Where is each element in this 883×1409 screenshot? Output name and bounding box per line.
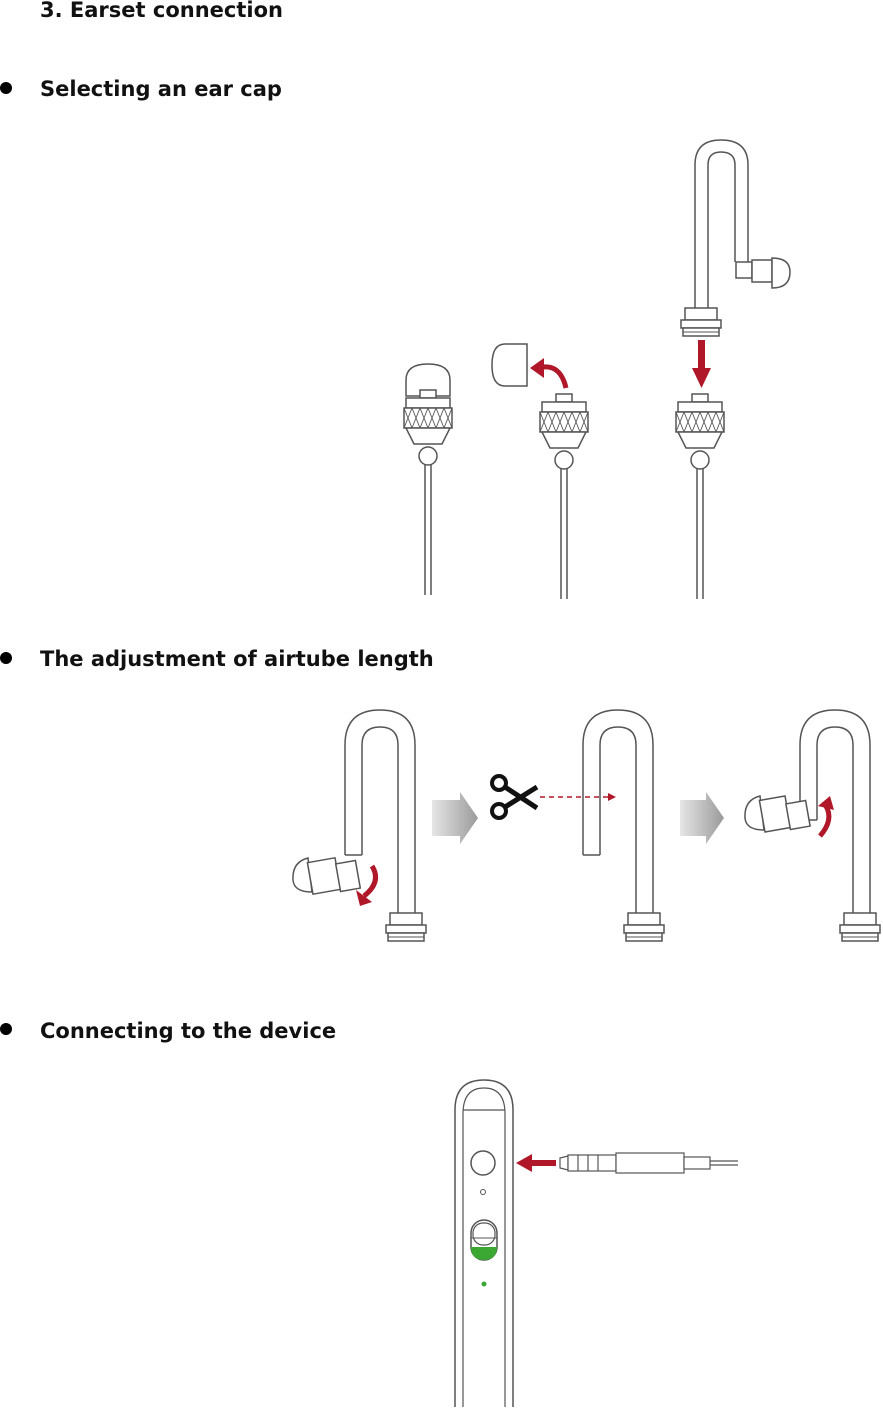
heading-device: Connecting to the device <box>40 1019 337 1043</box>
ear-cap-icon <box>491 343 569 389</box>
audio-plug-icon <box>559 1152 738 1174</box>
device-connection-illustration <box>454 1079 738 1407</box>
power-switch <box>470 1219 498 1261</box>
earpiece-icon <box>744 795 834 838</box>
next-arrow-icon <box>680 792 724 844</box>
bullet-icon <box>0 652 12 664</box>
heading-airtube: The adjustment of airtube length <box>40 647 434 671</box>
next-arrow-icon <box>432 792 478 844</box>
down-arrow-icon <box>692 340 711 388</box>
status-led <box>481 1281 487 1287</box>
audio-jack-port <box>470 1150 496 1176</box>
bullet-icon <box>0 1023 12 1035</box>
earpiece-icon <box>292 856 379 906</box>
airtube-icon <box>680 139 791 337</box>
section-title: 3. Earset connection <box>40 0 283 22</box>
left-arrow-icon <box>516 1154 556 1172</box>
bullet-icon <box>0 82 12 94</box>
airtube-adjust-illustration <box>292 709 881 942</box>
ear-cap-illustration <box>403 139 791 600</box>
scissors-icon <box>490 774 616 820</box>
mic-hole-icon <box>480 1189 486 1195</box>
heading-ear-cap: Selecting an ear cap <box>40 77 282 101</box>
